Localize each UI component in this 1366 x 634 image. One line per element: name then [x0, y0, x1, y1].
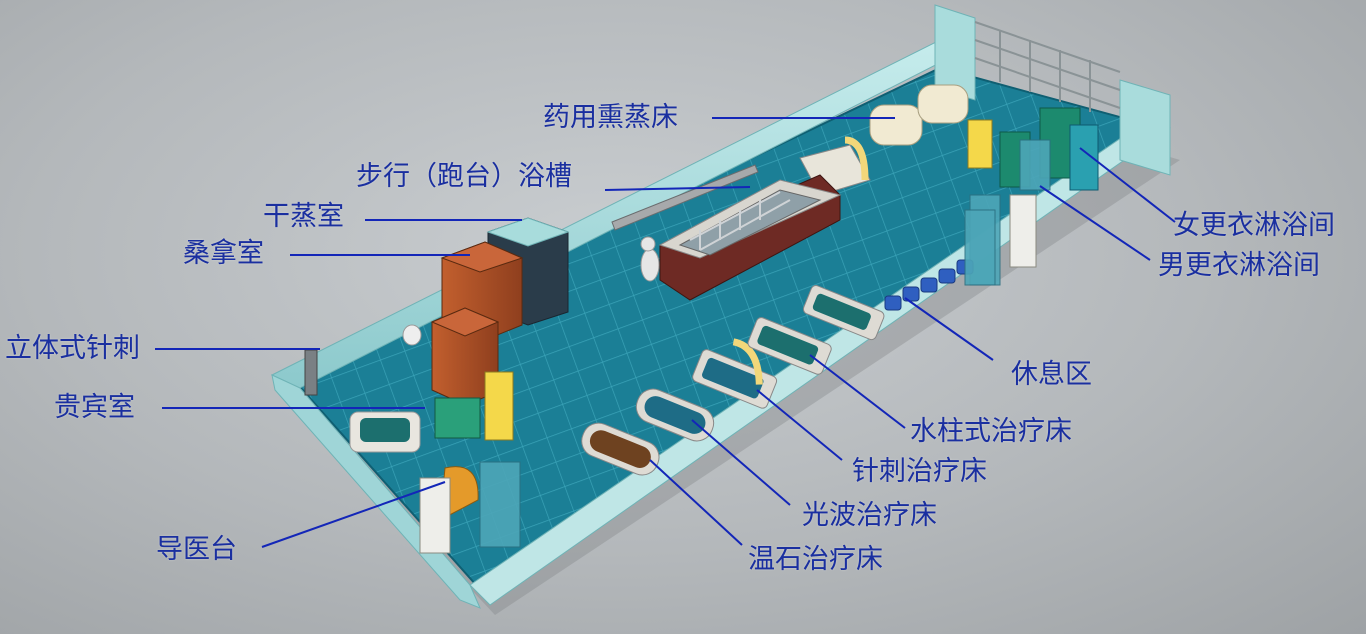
standing-acupuncture-stand	[304, 349, 318, 396]
label-standing-acupuncture: 立体式针刺	[5, 333, 140, 364]
lightwave-bed	[635, 388, 715, 442]
label-warm-stone-bed: 温石治疗床	[748, 544, 883, 575]
label-mens-changing-shower: 男更衣淋浴间	[1158, 250, 1320, 281]
toilet	[402, 324, 422, 346]
leader-rest-area	[904, 297, 994, 361]
label-vip-room: 贵宾室	[54, 392, 135, 423]
changing-room-door	[967, 119, 993, 169]
leader-water-column-bed	[809, 354, 906, 429]
leader-mens-changing	[1039, 185, 1151, 261]
vip-room-bed-pad	[360, 418, 410, 442]
water-column-bed-2	[802, 285, 885, 341]
changing-room-partition	[1019, 139, 1051, 191]
label-rest-area: 休息区	[1011, 359, 1092, 390]
vip-room-cabinet	[434, 397, 481, 439]
rest-area-divider	[964, 209, 996, 286]
curved-steam-bed-hood	[844, 136, 869, 181]
walking-bath-rails	[689, 191, 791, 251]
leader-lightwave-bed	[691, 419, 791, 506]
guide-desk-partition	[419, 477, 451, 554]
walking-bath-overhead-rail	[611, 164, 759, 231]
label-walking-bath: 步行（跑台）浴槽	[356, 161, 572, 192]
window-frames	[974, 21, 1121, 112]
person-figure	[640, 248, 660, 282]
label-herbal-steam-bed: 药用熏蒸床	[543, 102, 678, 133]
leader-acupuncture-bed	[756, 389, 843, 461]
leader-warm-stone-bed	[649, 459, 743, 546]
leader-guide-desk	[261, 481, 446, 548]
vip-room-door	[484, 371, 514, 441]
leader-womens-changing	[1079, 147, 1176, 223]
changing-room-door	[1009, 194, 1037, 268]
right-end-wall	[934, 4, 976, 101]
dry-steam-room-top	[486, 217, 570, 247]
label-acupuncture-bed: 针刺治疗床	[852, 456, 987, 487]
label-womens-changing-shower: 女更衣淋浴间	[1173, 210, 1335, 241]
acupuncture-bed	[692, 338, 778, 409]
right-end-wall-2	[1119, 79, 1171, 176]
label-dry-steam-room: 干蒸室	[263, 201, 344, 232]
herbal-steam-bed-1	[869, 104, 923, 146]
water-column-bed	[747, 317, 832, 375]
leader-walking-bath	[604, 186, 751, 191]
label-guide-desk: 导医台	[156, 534, 237, 565]
guide-desk-partition-2	[479, 461, 521, 548]
label-water-column-bed: 水柱式治疗床	[910, 416, 1072, 447]
leader-lines	[155, 117, 1176, 548]
sauna-room-2-top	[430, 307, 500, 337]
label-lightwave-bed: 光波治疗床	[802, 500, 937, 531]
warm-stone-bed	[581, 422, 660, 476]
person-head	[640, 236, 656, 252]
label-sauna-room: 桑拿室	[183, 238, 264, 269]
sauna-room-top	[440, 241, 524, 273]
herbal-steam-bed-2	[917, 84, 969, 124]
